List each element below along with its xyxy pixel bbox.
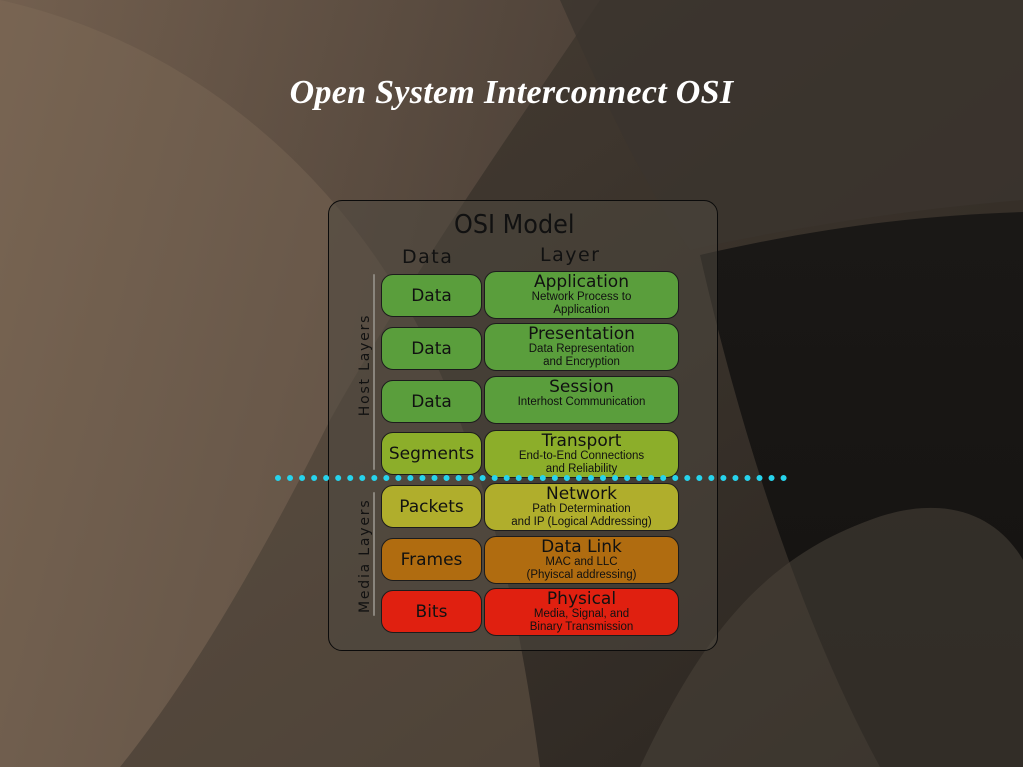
layer-name: Presentation	[528, 324, 635, 344]
layer-description-line1: Interhost Communication	[517, 396, 646, 408]
host-layers-label: Host Layers	[357, 313, 373, 417]
layer-description-line2: (Phyiscal addressing)	[526, 569, 637, 581]
layer-name: Transport	[541, 431, 622, 451]
host-layers-bracket	[373, 274, 375, 470]
layer-description-line1: Data Representation	[528, 343, 635, 355]
layer-column-header: Layer	[540, 244, 601, 266]
layer-description-line2: Binary Transmission	[529, 621, 634, 633]
layer-name: Session	[549, 377, 614, 397]
layer-description-line2: Application	[553, 304, 610, 316]
layer-description-line1: MAC and LLC	[545, 556, 618, 568]
media-layers-bracket	[373, 492, 375, 616]
layer-name: Network	[546, 484, 617, 504]
layer-name: Application	[534, 272, 629, 292]
layer-name: Data Link	[541, 537, 622, 557]
data-unit-pill: Data	[381, 380, 482, 423]
data-unit-pill: Packets	[381, 485, 482, 528]
layer-description-line1: End-to-End Connections	[518, 450, 645, 462]
media-layers-label: Media Layers	[357, 498, 373, 613]
layer-description-line2: and Encryption	[543, 356, 620, 368]
layer-description-line1: Network Process to	[531, 291, 632, 303]
data-unit-pill: Bits	[381, 590, 482, 633]
data-unit-pill: Frames	[381, 538, 482, 581]
host-media-divider	[275, 475, 787, 481]
data-column-header: Data	[402, 246, 454, 268]
layer-name: Physical	[546, 589, 617, 609]
data-unit-pill: Segments	[381, 432, 482, 475]
layer-description-line2: and Reliability	[545, 463, 618, 475]
layer-description-line2: and IP (Logical Addressing)	[511, 516, 652, 528]
diagram-title: OSI Model	[454, 210, 575, 240]
layer-description-line1: Media, Signal, and	[533, 608, 630, 620]
data-unit-pill: Data	[381, 274, 482, 317]
data-unit-pill: Data	[381, 327, 482, 370]
layer-description-line1: Path Determination	[532, 503, 631, 515]
slide-title: Open System Interconnect OSI	[289, 74, 734, 111]
